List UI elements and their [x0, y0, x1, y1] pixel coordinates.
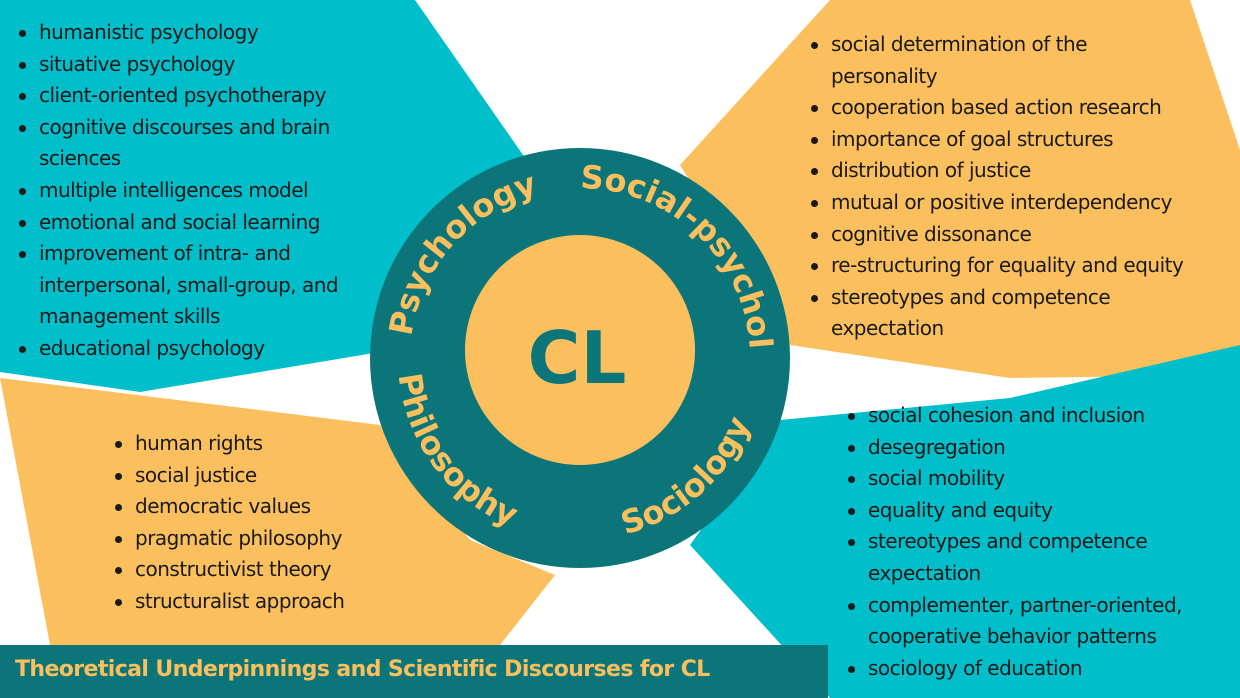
list-item: democratic values — [115, 491, 435, 523]
list-item: equality and equity — [848, 495, 1240, 527]
sociology-list: social cohesion and inclusion desegregat… — [846, 400, 1240, 684]
list-item: distribution of justice — [811, 155, 1240, 187]
list-item: desegregation — [848, 432, 1240, 464]
list-item: pragmatic philosophy — [115, 523, 435, 555]
list-item: social determination of the personality — [811, 29, 1131, 92]
list-item: educational psychology — [19, 333, 399, 365]
philosophy-list: human rights social justice democratic v… — [113, 428, 435, 618]
list-item: complementer, partner-oriented, cooperat… — [848, 590, 1208, 653]
sociology-panel — [690, 345, 1240, 698]
list-item: multiple intelligences model — [19, 175, 399, 207]
list-item: cognitive dissonance — [811, 219, 1240, 251]
list-item: situative psychology — [19, 49, 399, 81]
list-item: stereotypes and competence expectation — [811, 282, 1161, 345]
list-item: social mobility — [848, 463, 1240, 495]
list-item: emotional and social learning — [19, 207, 399, 239]
list-item: importance of goal structures — [811, 124, 1240, 156]
list-item: mutual or positive interdependency — [811, 187, 1240, 219]
social-psychology-list: social determination of the personality … — [809, 29, 1240, 345]
psychology-list: humanistic psychology situative psycholo… — [17, 17, 399, 365]
list-item: cognitive discourses and brain sciences — [19, 112, 399, 175]
list-item: re-structuring for equality and equity — [811, 250, 1240, 282]
list-item: stereotypes and competence expectation — [848, 526, 1198, 589]
list-item: social cohesion and inclusion — [848, 400, 1240, 432]
list-item: human rights — [115, 428, 435, 460]
list-item: humanistic psychology — [19, 17, 399, 49]
list-item: social justice — [115, 460, 435, 492]
social-psychology-panel — [680, 0, 1240, 378]
list-item: constructivist theory — [115, 554, 435, 586]
list-item: structuralist approach — [115, 586, 435, 618]
list-item: client-oriented psychotherapy — [19, 80, 399, 112]
list-item: improvement of intra- and interpersonal,… — [19, 238, 399, 333]
list-item: sociology of education — [848, 653, 1240, 685]
list-item: cooperation based action research — [811, 92, 1240, 124]
page-title: Theoretical Underpinnings and Scientific… — [15, 657, 710, 682]
title-bar: Theoretical Underpinnings and Scientific… — [0, 645, 828, 698]
center-label: CL — [528, 316, 627, 400]
inner-circle — [465, 235, 695, 465]
philosophy-panel — [0, 378, 555, 645]
